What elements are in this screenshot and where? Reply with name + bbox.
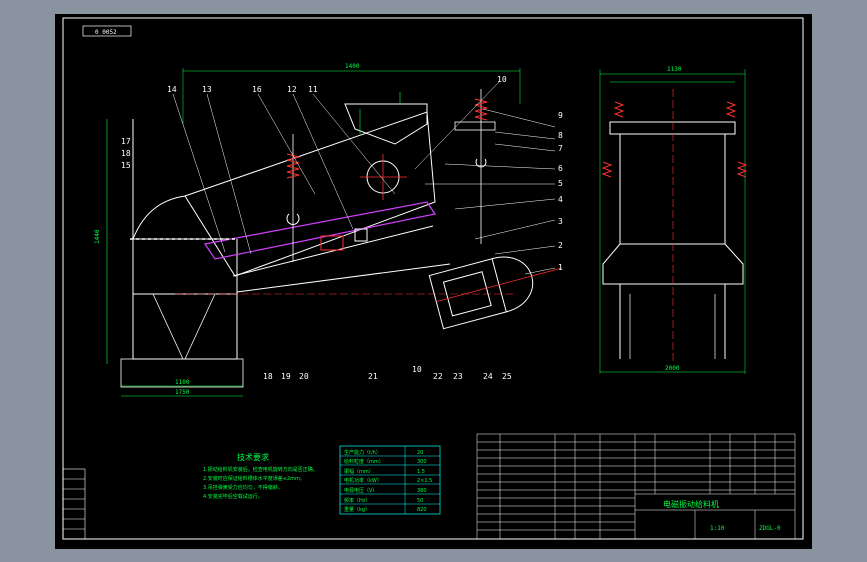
cad-drawing: 0 0052 1400 1440 1100 1750 <box>62 17 804 540</box>
svg-text:10: 10 <box>497 75 507 84</box>
svg-text:1130: 1130 <box>667 66 682 73</box>
svg-text:3: 3 <box>558 217 563 226</box>
spec-table: 生产能力（t/h） 20 给料粒度（mm） 300 振幅（mm） 1.5 电机功率（k… <box>339 445 441 515</box>
svg-text:15: 15 <box>121 161 131 170</box>
svg-text:频率（Hz）: 频率（Hz） <box>344 497 370 504</box>
overall-width-dim: 1400 <box>345 63 360 70</box>
svg-text:4: 4 <box>558 195 563 204</box>
svg-text:18: 18 <box>121 149 131 158</box>
tech-note-3: 3.吊挂弹簧受力应均匀，不得偏斜。 <box>203 484 283 491</box>
svg-text:820: 820 <box>417 507 427 513</box>
height-dim-left: 1440 <box>94 229 101 244</box>
frame-tag: 0 0052 <box>95 29 117 36</box>
drawing-border <box>62 17 804 540</box>
tech-note-1: 1.振动给料机安装后，检查电机旋转方向是否正确。 <box>203 466 318 473</box>
base-dim-1: 1100 <box>175 379 190 386</box>
svg-text:重量（kg）: 重量（kg） <box>344 506 370 513</box>
title-block-drawing-no: ZDGL-0 <box>759 525 781 532</box>
svg-text:电源电压（V）: 电源电压（V） <box>344 487 377 494</box>
parts-list <box>476 433 796 540</box>
svg-text:1.5: 1.5 <box>417 469 425 475</box>
svg-text:8: 8 <box>558 131 563 140</box>
spring-hanger-left <box>286 134 300 262</box>
side-view: 1130 2000 <box>599 66 748 374</box>
title-block-name: 电磁振动给料机 <box>663 499 719 509</box>
vibrator-motor <box>428 256 562 330</box>
svg-text:13: 13 <box>202 85 212 94</box>
svg-text:300: 300 <box>417 459 427 465</box>
svg-text:24: 24 <box>483 372 493 381</box>
svg-text:50: 50 <box>417 498 423 504</box>
svg-text:16: 16 <box>252 85 262 94</box>
tech-note-2: 2.安装时应保证给料槽体水平度误差≤2mm。 <box>203 475 305 482</box>
svg-text:22: 22 <box>433 372 443 381</box>
svg-text:380: 380 <box>417 488 427 494</box>
svg-text:2×1.5: 2×1.5 <box>417 478 432 484</box>
tech-note-4: 4.安装完毕后空载试运行。 <box>203 493 263 500</box>
svg-text:6: 6 <box>558 164 563 173</box>
svg-text:9: 9 <box>558 111 563 120</box>
revision-block <box>62 468 86 540</box>
base-dim-2: 1750 <box>175 389 190 396</box>
svg-text:25: 25 <box>502 372 512 381</box>
title-block-scale: 1:10 <box>710 525 725 532</box>
svg-text:7: 7 <box>558 144 563 153</box>
cad-drawing-canvas: 0 0052 1400 1440 1100 1750 <box>55 14 812 549</box>
svg-text:电机功率（kW）: 电机功率（kW） <box>344 477 382 484</box>
svg-text:12: 12 <box>287 85 297 94</box>
part-labels: 14 13 16 12 11 10 9 8 7 6 5 4 3 2 1 17 1… <box>121 75 563 381</box>
svg-text:20: 20 <box>299 372 309 381</box>
svg-text:10: 10 <box>412 365 422 374</box>
svg-text:给料粒度（mm）: 给料粒度（mm） <box>344 458 384 465</box>
svg-text:11: 11 <box>308 85 318 94</box>
svg-text:2000: 2000 <box>665 365 680 372</box>
svg-text:19: 19 <box>281 372 291 381</box>
svg-text:5: 5 <box>558 179 563 188</box>
svg-text:生产能力（t/h）: 生产能力（t/h） <box>344 449 381 456</box>
svg-text:17: 17 <box>121 137 131 146</box>
svg-text:2: 2 <box>558 241 563 250</box>
svg-text:1: 1 <box>558 263 563 272</box>
svg-text:14: 14 <box>167 85 177 94</box>
spring-hanger-right <box>454 89 496 244</box>
svg-text:23: 23 <box>453 372 463 381</box>
svg-text:21: 21 <box>368 372 378 381</box>
tech-requirements-title: 技术要求 <box>237 452 269 462</box>
svg-text:18: 18 <box>263 372 273 381</box>
svg-text:振幅（mm）: 振幅（mm） <box>344 468 374 475</box>
svg-text:20: 20 <box>417 450 423 456</box>
